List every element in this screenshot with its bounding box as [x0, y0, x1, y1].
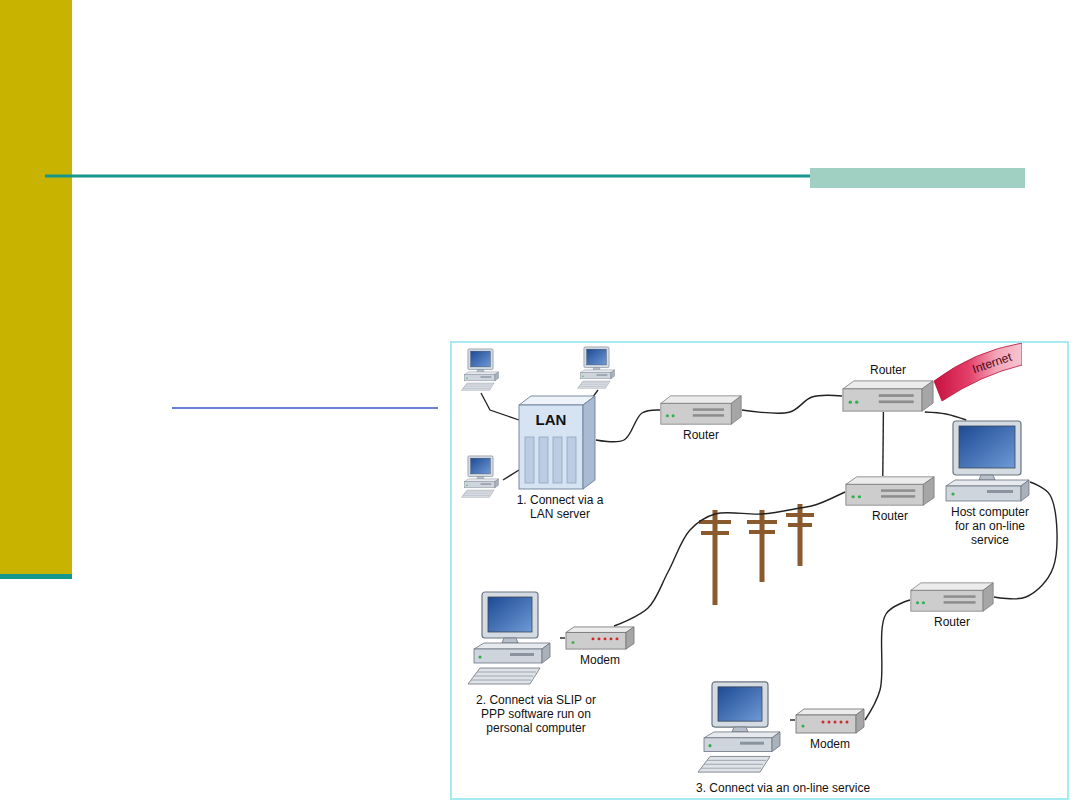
modem-icon — [795, 708, 865, 734]
network-link — [614, 492, 845, 626]
router-icon — [845, 476, 935, 506]
network-link — [865, 600, 910, 720]
lan-server-icon — [518, 395, 596, 490]
modem-icon — [565, 626, 635, 650]
personal-computer: 3. Connect via an on-line service — [690, 680, 790, 778]
modem: Modem — [795, 708, 865, 734]
lan-workstations — [462, 347, 615, 497]
device-label: Modem — [795, 737, 865, 751]
router-icon — [910, 582, 994, 612]
router-icon — [842, 380, 934, 412]
router: Router — [845, 476, 935, 506]
network-link — [790, 719, 795, 720]
router-icon — [660, 395, 742, 425]
network-link — [742, 395, 842, 413]
server-label: LAN — [521, 411, 581, 429]
side-bar-edge — [0, 574, 72, 579]
host-computer-icon — [945, 420, 1030, 502]
connection-caption: 2. Connect via SLIP or PPP software run … — [466, 693, 606, 735]
lan-server: LAN1. Connect via a LAN server — [518, 395, 596, 490]
router: Router — [660, 395, 742, 425]
router: Router — [910, 582, 994, 612]
host-computer: Host computer for an on-line service — [945, 420, 1030, 502]
connection-caption: 1. Connect via a LAN server — [510, 493, 610, 521]
router: Router — [842, 380, 934, 412]
personal-computer-icon — [690, 680, 790, 778]
modem: Modem — [565, 626, 635, 650]
network-link — [596, 410, 660, 442]
network-link — [560, 637, 565, 638]
device-label: Router — [910, 615, 994, 629]
figure-frame — [451, 342, 1068, 799]
network-link — [882, 412, 884, 476]
side-bar — [0, 0, 72, 574]
title-accent — [810, 168, 1025, 188]
device-label: Router — [842, 363, 934, 377]
device-label: Router — [660, 428, 742, 442]
personal-computer-icon — [460, 590, 560, 690]
device-label: Modem — [565, 653, 635, 667]
internet-ribbon: Internet — [934, 343, 1022, 403]
network-link — [925, 412, 966, 420]
personal-computer: 2. Connect via SLIP or PPP software run … — [460, 590, 560, 690]
device-label: Router — [845, 509, 935, 523]
bullet-rule — [172, 407, 438, 409]
device-caption: Host computer for an on-line service — [945, 505, 1035, 547]
connection-caption: 3. Connect via an on-line service — [696, 781, 870, 795]
telephone-poles — [699, 504, 814, 605]
